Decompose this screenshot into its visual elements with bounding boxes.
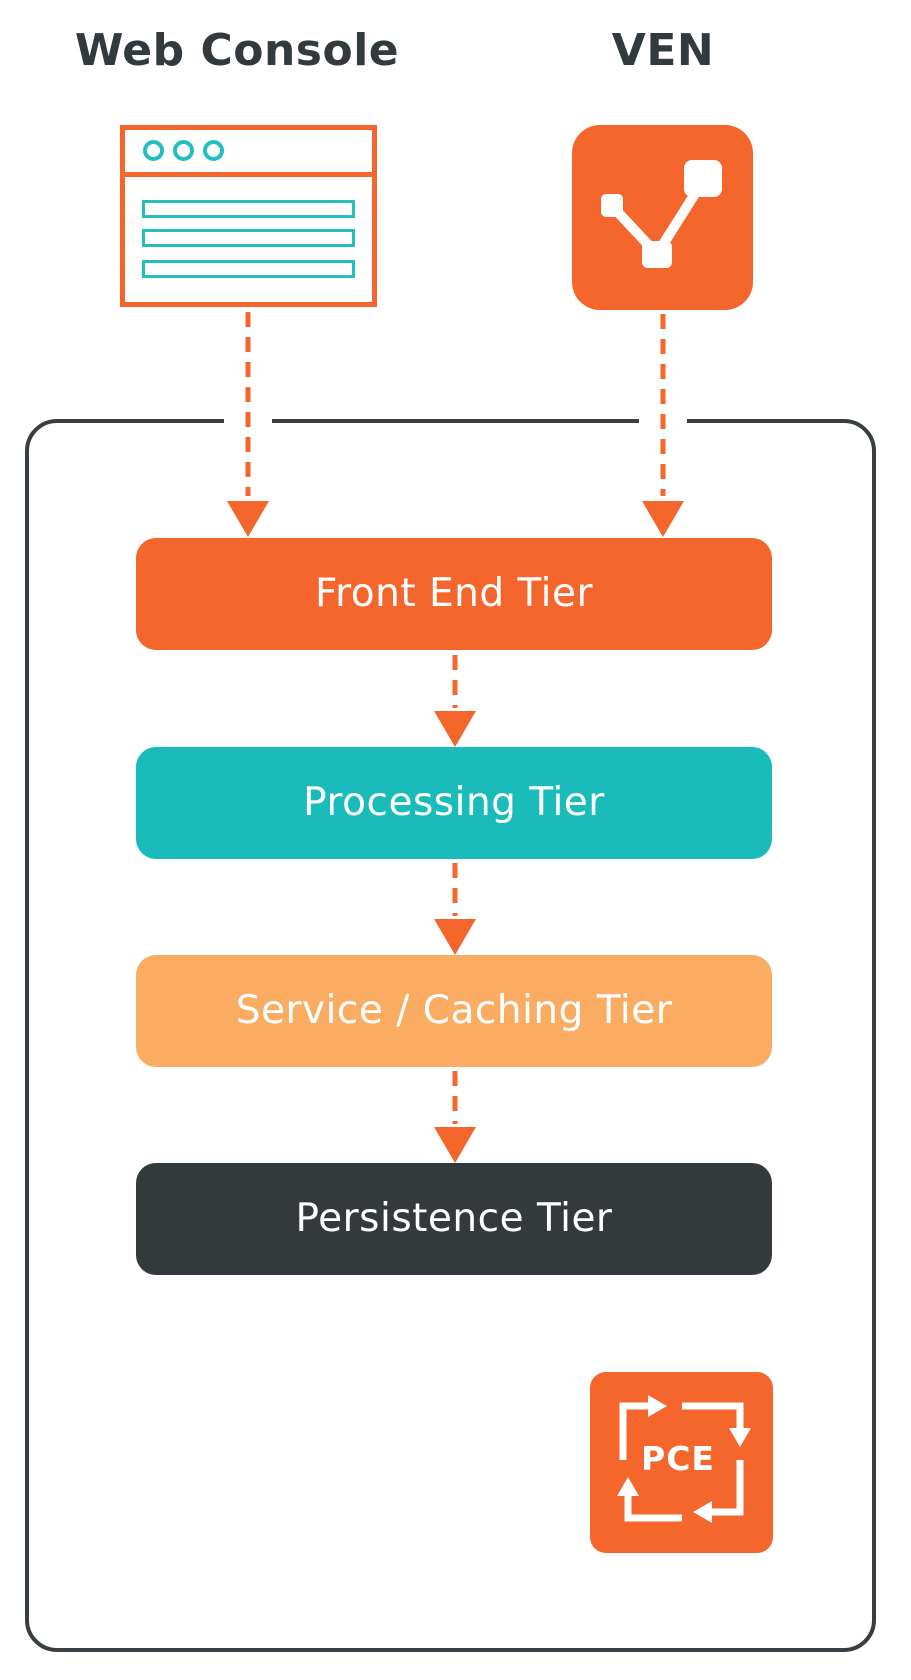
tier-persistence-label: Persistence Tier [295, 1196, 613, 1241]
ven-label: VEN [611, 25, 715, 76]
browser-content-line [142, 200, 355, 218]
tier-service-caching: Service / Caching Tier [136, 955, 772, 1067]
browser-window-icon [120, 125, 377, 307]
ven-network-icon [572, 125, 753, 310]
arrow-ven-to-front-end [642, 314, 684, 537]
tier-processing: Processing Tier [136, 747, 772, 859]
arrow-front-end-to-processing [434, 655, 476, 747]
arrow-web-console-to-front-end [227, 312, 269, 537]
pce-cycle-glyph [617, 1395, 751, 1523]
browser-dot-icon [173, 140, 194, 161]
browser-dot-icon [143, 140, 164, 161]
tier-front-end-label: Front End Tier [314, 571, 594, 616]
browser-titlebar [125, 130, 372, 177]
web-console-label: Web Console [74, 25, 400, 76]
tier-service-caching-label: Service / Caching Tier [235, 988, 673, 1033]
arrow-service-to-persistence [434, 1071, 476, 1163]
pce-label: PCE [641, 1439, 715, 1478]
arrow-processing-to-service [434, 863, 476, 955]
browser-dot-icon [203, 140, 224, 161]
pce-cycle-icon: PCE [590, 1372, 773, 1553]
ven-network-glyph [601, 160, 722, 268]
browser-content-line [142, 260, 355, 278]
tier-processing-label: Processing Tier [303, 780, 605, 825]
browser-content-line [142, 229, 355, 247]
tier-front-end: Front End Tier [136, 538, 772, 650]
tier-persistence: Persistence Tier [136, 1163, 772, 1275]
pce-boundary-box [25, 419, 876, 1652]
